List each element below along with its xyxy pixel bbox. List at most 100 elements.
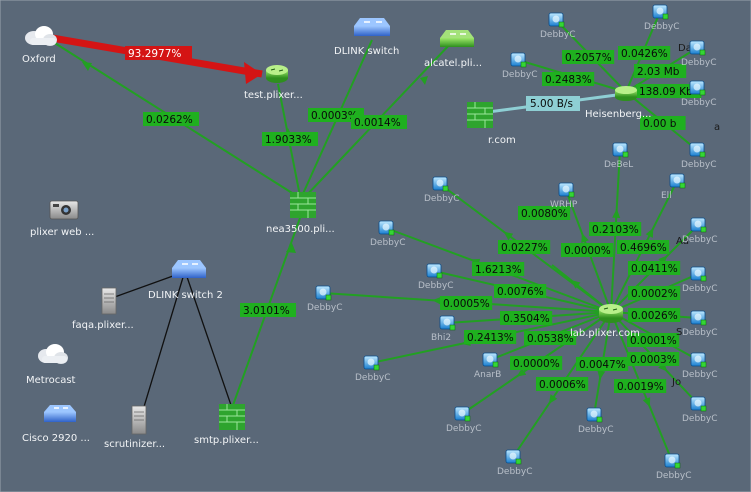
node-label: scrutinizer... <box>104 439 165 450</box>
edge-label: 0.2103% <box>592 224 639 236</box>
host-node[interactable]: DebbyC <box>681 40 717 68</box>
monitor-icon <box>690 352 707 368</box>
host-node[interactable]: DebbyC <box>424 176 460 204</box>
node-metrocast[interactable]: Metrocast <box>26 344 76 386</box>
host-label: DebbyC <box>540 30 576 40</box>
node-smtp[interactable]: smtp.plixer... <box>194 404 259 446</box>
host-node[interactable]: DebbyC <box>656 453 692 481</box>
host-node[interactable]: DebbyC <box>682 396 718 424</box>
link-arrow <box>642 397 651 407</box>
switch-icon <box>354 18 390 36</box>
monitor-icon <box>432 176 449 192</box>
host-node[interactable]: DeBeL <box>604 142 633 170</box>
node-label: Heisenberg... <box>585 109 651 120</box>
edge-label-box <box>536 377 589 391</box>
host-label: DebbyC <box>681 58 717 68</box>
label-oxford-test: 93.2977% <box>128 48 181 60</box>
monitor-icon <box>558 182 575 198</box>
edge-label-box <box>510 356 563 370</box>
label-test-nea: 1.9033% <box>265 134 312 146</box>
edge-label: 0.0000% <box>513 358 560 370</box>
link-dlink2-smtp[interactable] <box>185 273 233 409</box>
host-label: DebbyC <box>682 370 718 380</box>
node-firewall-rcom[interactable]: r.com <box>467 102 516 146</box>
server-icon <box>131 405 147 435</box>
edge-label-box <box>640 116 686 130</box>
partial-host-label: Jo <box>671 377 681 388</box>
host-node[interactable]: AnarB <box>474 352 501 380</box>
link-hub-host[interactable] <box>551 264 612 313</box>
node-label: smtp.plixer... <box>194 435 259 446</box>
edge-label-box <box>617 240 670 254</box>
node-dlink-switch-2[interactable]: DLINK switch 2 <box>148 260 223 301</box>
node-dlink-switch[interactable]: DLINK switch <box>334 18 399 57</box>
label-smtp-nea: 3.0101% <box>243 305 290 317</box>
edge-label-box <box>524 331 577 345</box>
node-faqa[interactable]: faqa.plixer... <box>72 287 134 331</box>
node-heisenberg[interactable]: Heisenberg... <box>585 86 651 120</box>
edge-label: 0.00 b <box>643 118 677 130</box>
host-node[interactable]: DebbyC <box>578 407 614 435</box>
router-icon <box>266 65 288 83</box>
node-hub-router[interactable]: lab.plixer.com <box>570 304 640 339</box>
edge-label: 0.0080% <box>521 208 568 220</box>
host-node[interactable]: DebbyC <box>681 80 717 108</box>
edge-label: 0.0026% <box>631 310 678 322</box>
host-label: Ell <box>661 191 672 201</box>
host-node[interactable]: DebbyC <box>502 52 538 80</box>
monitor-icon <box>482 352 499 368</box>
firewall-icon <box>219 404 245 430</box>
host-node[interactable]: Bhi2 <box>431 315 456 343</box>
edge-label-box <box>472 262 525 276</box>
host-label: DebbyC <box>502 70 538 80</box>
edge-label: 138.09 Kb <box>639 86 693 98</box>
host-node[interactable]: DebbyC <box>682 217 718 245</box>
host-node[interactable]: DebbyC <box>497 449 533 477</box>
host-node[interactable]: DebbyC <box>681 142 717 170</box>
monitor-icon <box>378 220 395 236</box>
node-plixer-web[interactable]: plixer web ... <box>30 200 94 238</box>
node-test-plixer[interactable]: test.plixer... <box>244 65 303 101</box>
arrow-smtp-nea <box>286 243 296 253</box>
monitor-icon <box>439 315 456 331</box>
host-node[interactable]: DebbyC <box>682 310 718 338</box>
host-node[interactable]: DebbyC <box>540 12 576 40</box>
link-dlink2-scrut[interactable] <box>139 273 185 421</box>
host-node[interactable]: DebbyC <box>682 266 718 294</box>
host-node[interactable]: DebbyC <box>644 4 680 32</box>
host-node[interactable]: DebbyC <box>418 263 454 291</box>
edge-label: 0.0426% <box>621 48 668 60</box>
camera-icon <box>49 200 79 220</box>
node-oxford[interactable]: Oxford <box>22 26 57 65</box>
cloud-icon <box>25 26 57 46</box>
node-scrutinizer[interactable]: scrutinizer... <box>104 405 165 450</box>
node-alcatel[interactable]: alcatel.pli... <box>424 30 482 69</box>
host-node[interactable]: DebbyC <box>307 285 343 313</box>
monitor-icon <box>652 4 669 20</box>
host-node[interactable]: Ell <box>661 173 686 201</box>
host-node[interactable]: DebbyC <box>446 406 482 434</box>
host-label: Bhi2 <box>431 333 451 343</box>
node-label: alcatel.pli... <box>424 58 482 69</box>
host-node[interactable]: DebbyC <box>682 352 718 380</box>
edge-label: 0.0076% <box>497 286 544 298</box>
host-node[interactable]: WRHP <box>550 182 578 210</box>
edge-label: 0.0005% <box>443 298 490 310</box>
edge-label: 0.4696% <box>620 242 667 254</box>
link-arrow <box>516 368 527 377</box>
monitor-icon <box>454 406 471 422</box>
host-node[interactable]: DebbyC <box>370 220 406 248</box>
edge-labels-hub: 0.0080%0.2103%0.0227%0.0000%0.4696%1.621… <box>440 43 720 393</box>
host-label: WRHP <box>550 200 578 210</box>
host-node[interactable]: DebbyC <box>355 355 391 383</box>
edge-label: 0.0019% <box>617 381 664 393</box>
edge-label-box <box>634 64 687 78</box>
switch-icon <box>440 30 474 47</box>
edge-label: 2.03 Mb <box>637 66 680 78</box>
label-oxford-nea: 0.0262% <box>146 114 193 126</box>
node-cisco-2920[interactable]: Cisco 2920 ... <box>22 405 90 444</box>
host-label: DebbyC <box>681 160 717 170</box>
monitor-icon <box>586 407 603 423</box>
node-nea3500[interactable]: nea3500.pli... <box>266 192 335 235</box>
